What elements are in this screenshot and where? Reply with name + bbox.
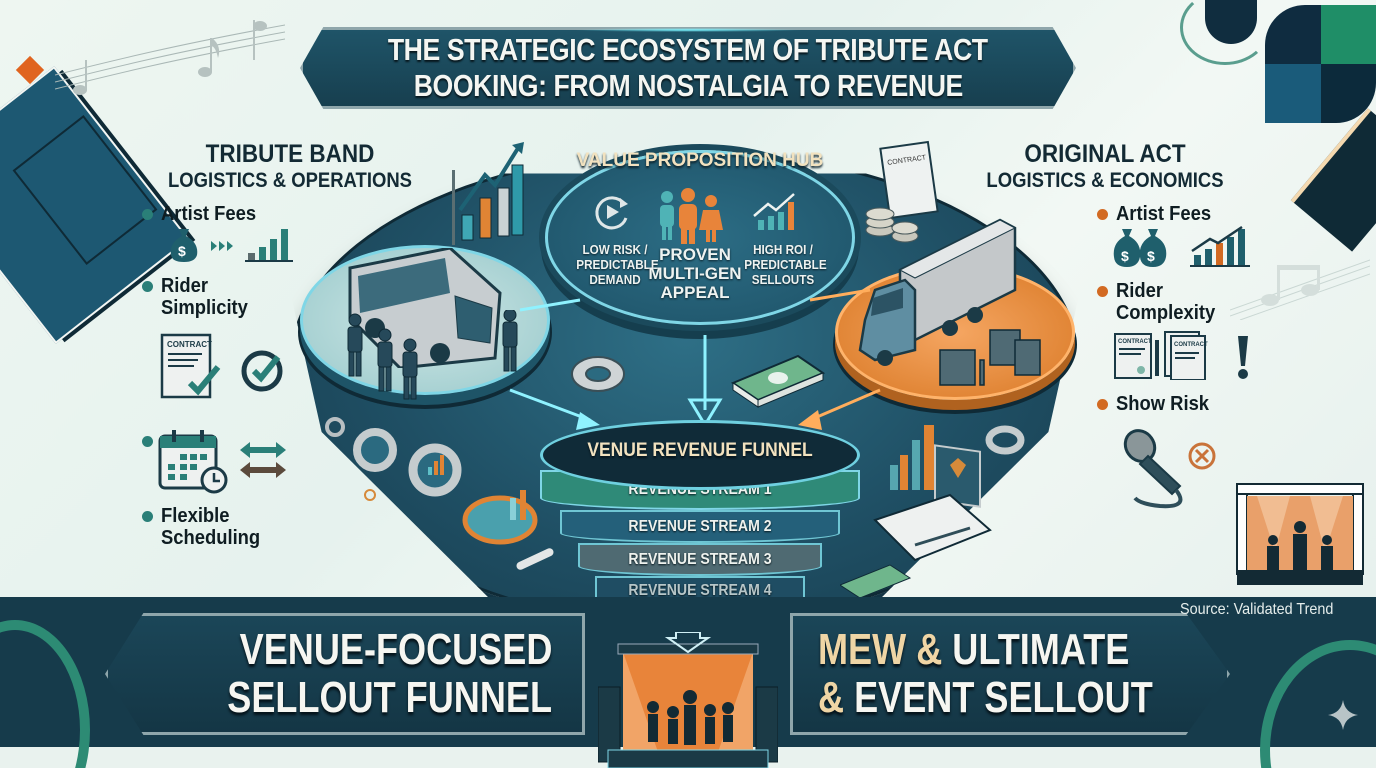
tribute-band-header: TRIBUTE BAND LOGISTICS & OPERATIONS [140, 140, 440, 194]
bullet-dot [142, 511, 153, 522]
gear-icon [571, 356, 625, 392]
growth-chart-icon [753, 193, 795, 230]
svg-text:$: $ [1147, 248, 1155, 264]
small-bar-chart-icon [245, 229, 293, 262]
music-note-icon [1230, 259, 1370, 320]
crew-figures-icon [347, 310, 518, 400]
tribute-band-subheading: LOGISTICS & OPERATIONS [167, 169, 413, 192]
money-bag-icon: $ [170, 229, 198, 262]
pie-chart-icon [462, 490, 554, 570]
venue-sellout-banner: VENUE-FOCUSED SELLOUT FUNNEL [105, 613, 585, 735]
hub-title: VALUE PROPOSITION HUB [576, 150, 824, 171]
rider-simplicity-icons: CONTRACT [160, 333, 288, 399]
artist-fees-icons: $ [165, 225, 295, 263]
growth-bar-chart-icon [452, 142, 524, 245]
title-line-2: BOOKING: FROM NOSTALGIA TO REVENUE [413, 68, 963, 103]
exclamation-icon [1238, 336, 1248, 379]
decorative-circle [1205, 0, 1257, 44]
original-act-heading: ORIGINAL ACT [1024, 140, 1186, 168]
broken-microphone-icon [1123, 429, 1216, 509]
funnel-mouth [540, 420, 860, 490]
bullet-dot [1097, 209, 1108, 220]
hub-col-high-roi: HIGH ROI / PREDICTABLE SELLOUTS [744, 242, 827, 287]
revenue-stream-3: REVENUE STREAM 3 [628, 550, 772, 568]
hub-col-multi-gen: PROVEN MULTI-GEN APPEAL [648, 245, 742, 302]
decorative-quad-leaf [1265, 5, 1376, 123]
bullet-artist-fees-tribute: Artist Fees [142, 203, 264, 225]
banner-right-line-2: EVENT SELLOUT [854, 673, 1153, 722]
bullet-dot [142, 209, 153, 220]
banner-left-line-2: SELLOUT FUNNEL [227, 673, 552, 722]
music-staff-icon [55, 20, 285, 95]
fast-forward-icon [211, 241, 233, 251]
svg-text:CONTRACT: CONTRACT [167, 340, 212, 349]
bullet-dot [142, 436, 153, 447]
source-text: Source: Validated Trend [1180, 601, 1334, 618]
bullet-show-risk: Show Risk [1097, 393, 1217, 415]
rising-bar-chart-icon [1190, 225, 1250, 267]
original-artist-fees-icons: $ $ [1110, 225, 1250, 269]
bullet-artist-fees-original: Artist Fees [1097, 203, 1219, 225]
hub-col-low-risk: LOW RISK / PREDICTABLE DEMAND [576, 242, 659, 287]
tribute-band-heading: TRIBUTE BAND [205, 140, 375, 168]
rider-complexity-icons: CONTRACT CONTRACT [1113, 330, 1251, 380]
banner-right-line-1: ULTIMATE [952, 625, 1130, 674]
banner-left-line-1: VENUE-FOCUSED [239, 625, 552, 674]
svg-text:$: $ [1121, 248, 1129, 264]
decorative-stripes [1290, 108, 1376, 252]
double-money-bag-icon: $ $ [1113, 229, 1167, 267]
check-circle-icon [241, 350, 283, 392]
flow-arrows [509, 288, 881, 430]
family-icon [660, 188, 723, 244]
funnel-title: VENUE REVENUE FUNNEL [587, 440, 813, 461]
bullet-dot [1097, 286, 1108, 297]
banner-right-accent-1: MEW & [818, 625, 943, 674]
equipment-cases-icon [939, 329, 1041, 386]
bullet-dot [1097, 399, 1108, 410]
semi-truck-icon [858, 218, 1017, 366]
decorative-ring [1180, 0, 1270, 65]
svg-text:CONTRACT: CONTRACT [1174, 342, 1208, 348]
gears-analytics-icon [325, 417, 462, 501]
original-act-subheading: LOGISTICS & ECONOMICS [986, 169, 1224, 192]
bullet-flexible-scheduling: Flexible Scheduling [142, 505, 269, 549]
bullet-rider-complexity: Rider Complexity [1097, 280, 1224, 324]
revenue-stream-4: REVENUE STREAM 4 [628, 582, 772, 599]
cash-stack-icon [730, 354, 826, 408]
event-sellout-banner: MEW & ULTIMATE & EVENT SELLOUT [790, 613, 1230, 735]
coins-contract-icon: CONTRACT [865, 140, 939, 243]
sparkle-icon [1328, 700, 1358, 730]
calendar-clock-icon [158, 430, 228, 494]
replay-icon [595, 196, 628, 230]
title-line-1: THE STRATEGIC ECOSYSTEM OF TRIBUTE ACT [388, 32, 988, 67]
value-proposition-hub [545, 150, 855, 325]
outdoor-stage-icon [1236, 483, 1364, 585]
bullet-dot [142, 281, 153, 292]
bullet-rider-simplicity: Rider Simplicity [142, 275, 255, 319]
flexible-scheduling-icons [158, 428, 288, 494]
concert-stage-icon [598, 632, 778, 768]
contract-check-icon: CONTRACT [160, 333, 221, 399]
title-banner: THE STRATEGIC ECOSYSTEM OF TRIBUTE ACT B… [300, 27, 1076, 109]
original-act-header: ORIGINAL ACT LOGISTICS & ECONOMICS [960, 140, 1250, 194]
swap-arrows-icon [240, 442, 286, 478]
banner-right-accent-2: & [818, 673, 845, 722]
svg-text:CONTRACT: CONTRACT [1118, 339, 1152, 345]
reports-analytics-icon [840, 425, 1025, 599]
contract-stack-icon: CONTRACT CONTRACT [1114, 331, 1208, 380]
revenue-stream-2: REVENUE STREAM 2 [628, 517, 772, 535]
svg-text:$: $ [178, 243, 186, 259]
